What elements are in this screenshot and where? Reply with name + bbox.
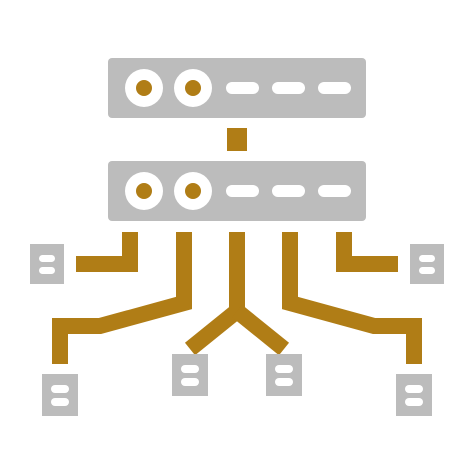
node-right-bottom xyxy=(396,374,432,416)
node-left-bottom-slot-2 xyxy=(51,398,69,406)
server-link xyxy=(227,128,247,151)
cable-left-short xyxy=(76,232,138,272)
node-left-top-slot-1 xyxy=(39,255,55,262)
server-bottom-led-1-core xyxy=(136,183,152,199)
server-top-led-1-core xyxy=(136,80,152,96)
node-left-top-slot-2 xyxy=(39,267,55,274)
server-top-led-2-core xyxy=(185,80,201,96)
node-center-left-slot-2 xyxy=(181,378,199,386)
node-center-left-slot-1 xyxy=(181,365,199,373)
cable-right-long xyxy=(282,232,422,364)
node-left-bottom-body xyxy=(42,374,78,416)
node-center-right xyxy=(266,354,302,396)
node-center-right-slot-2 xyxy=(275,378,293,386)
node-right-bottom-body xyxy=(396,374,432,416)
network-cables xyxy=(52,232,422,364)
node-left-top xyxy=(30,244,64,284)
node-right-top xyxy=(410,244,444,284)
cable-center-left xyxy=(184,232,245,356)
server-top xyxy=(108,58,366,118)
node-center-left xyxy=(172,354,208,396)
node-center-left-body xyxy=(172,354,208,396)
cable-right-short xyxy=(336,232,398,272)
cable-center-right xyxy=(231,304,290,356)
node-center-right-body xyxy=(266,354,302,396)
cable-left-long xyxy=(52,232,192,364)
node-center-right-slot-1 xyxy=(275,365,293,373)
server-bottom-slot-3 xyxy=(318,185,351,197)
server-bottom xyxy=(108,161,366,221)
node-right-top-body xyxy=(410,244,444,284)
server-bottom-slot-2 xyxy=(272,185,305,197)
server-top-slot-2 xyxy=(272,82,305,94)
server-top-slot-3 xyxy=(318,82,351,94)
node-right-bottom-slot-1 xyxy=(405,385,423,393)
node-left-top-body xyxy=(30,244,64,284)
node-right-top-slot-2 xyxy=(419,267,435,274)
server-top-slot-1 xyxy=(226,82,259,94)
node-right-top-slot-1 xyxy=(419,255,435,262)
server-bottom-led-2-core xyxy=(185,183,201,199)
server-bottom-slot-1 xyxy=(226,185,259,197)
node-left-bottom xyxy=(42,374,78,416)
node-right-bottom-slot-2 xyxy=(405,398,423,406)
node-left-bottom-slot-1 xyxy=(51,385,69,393)
